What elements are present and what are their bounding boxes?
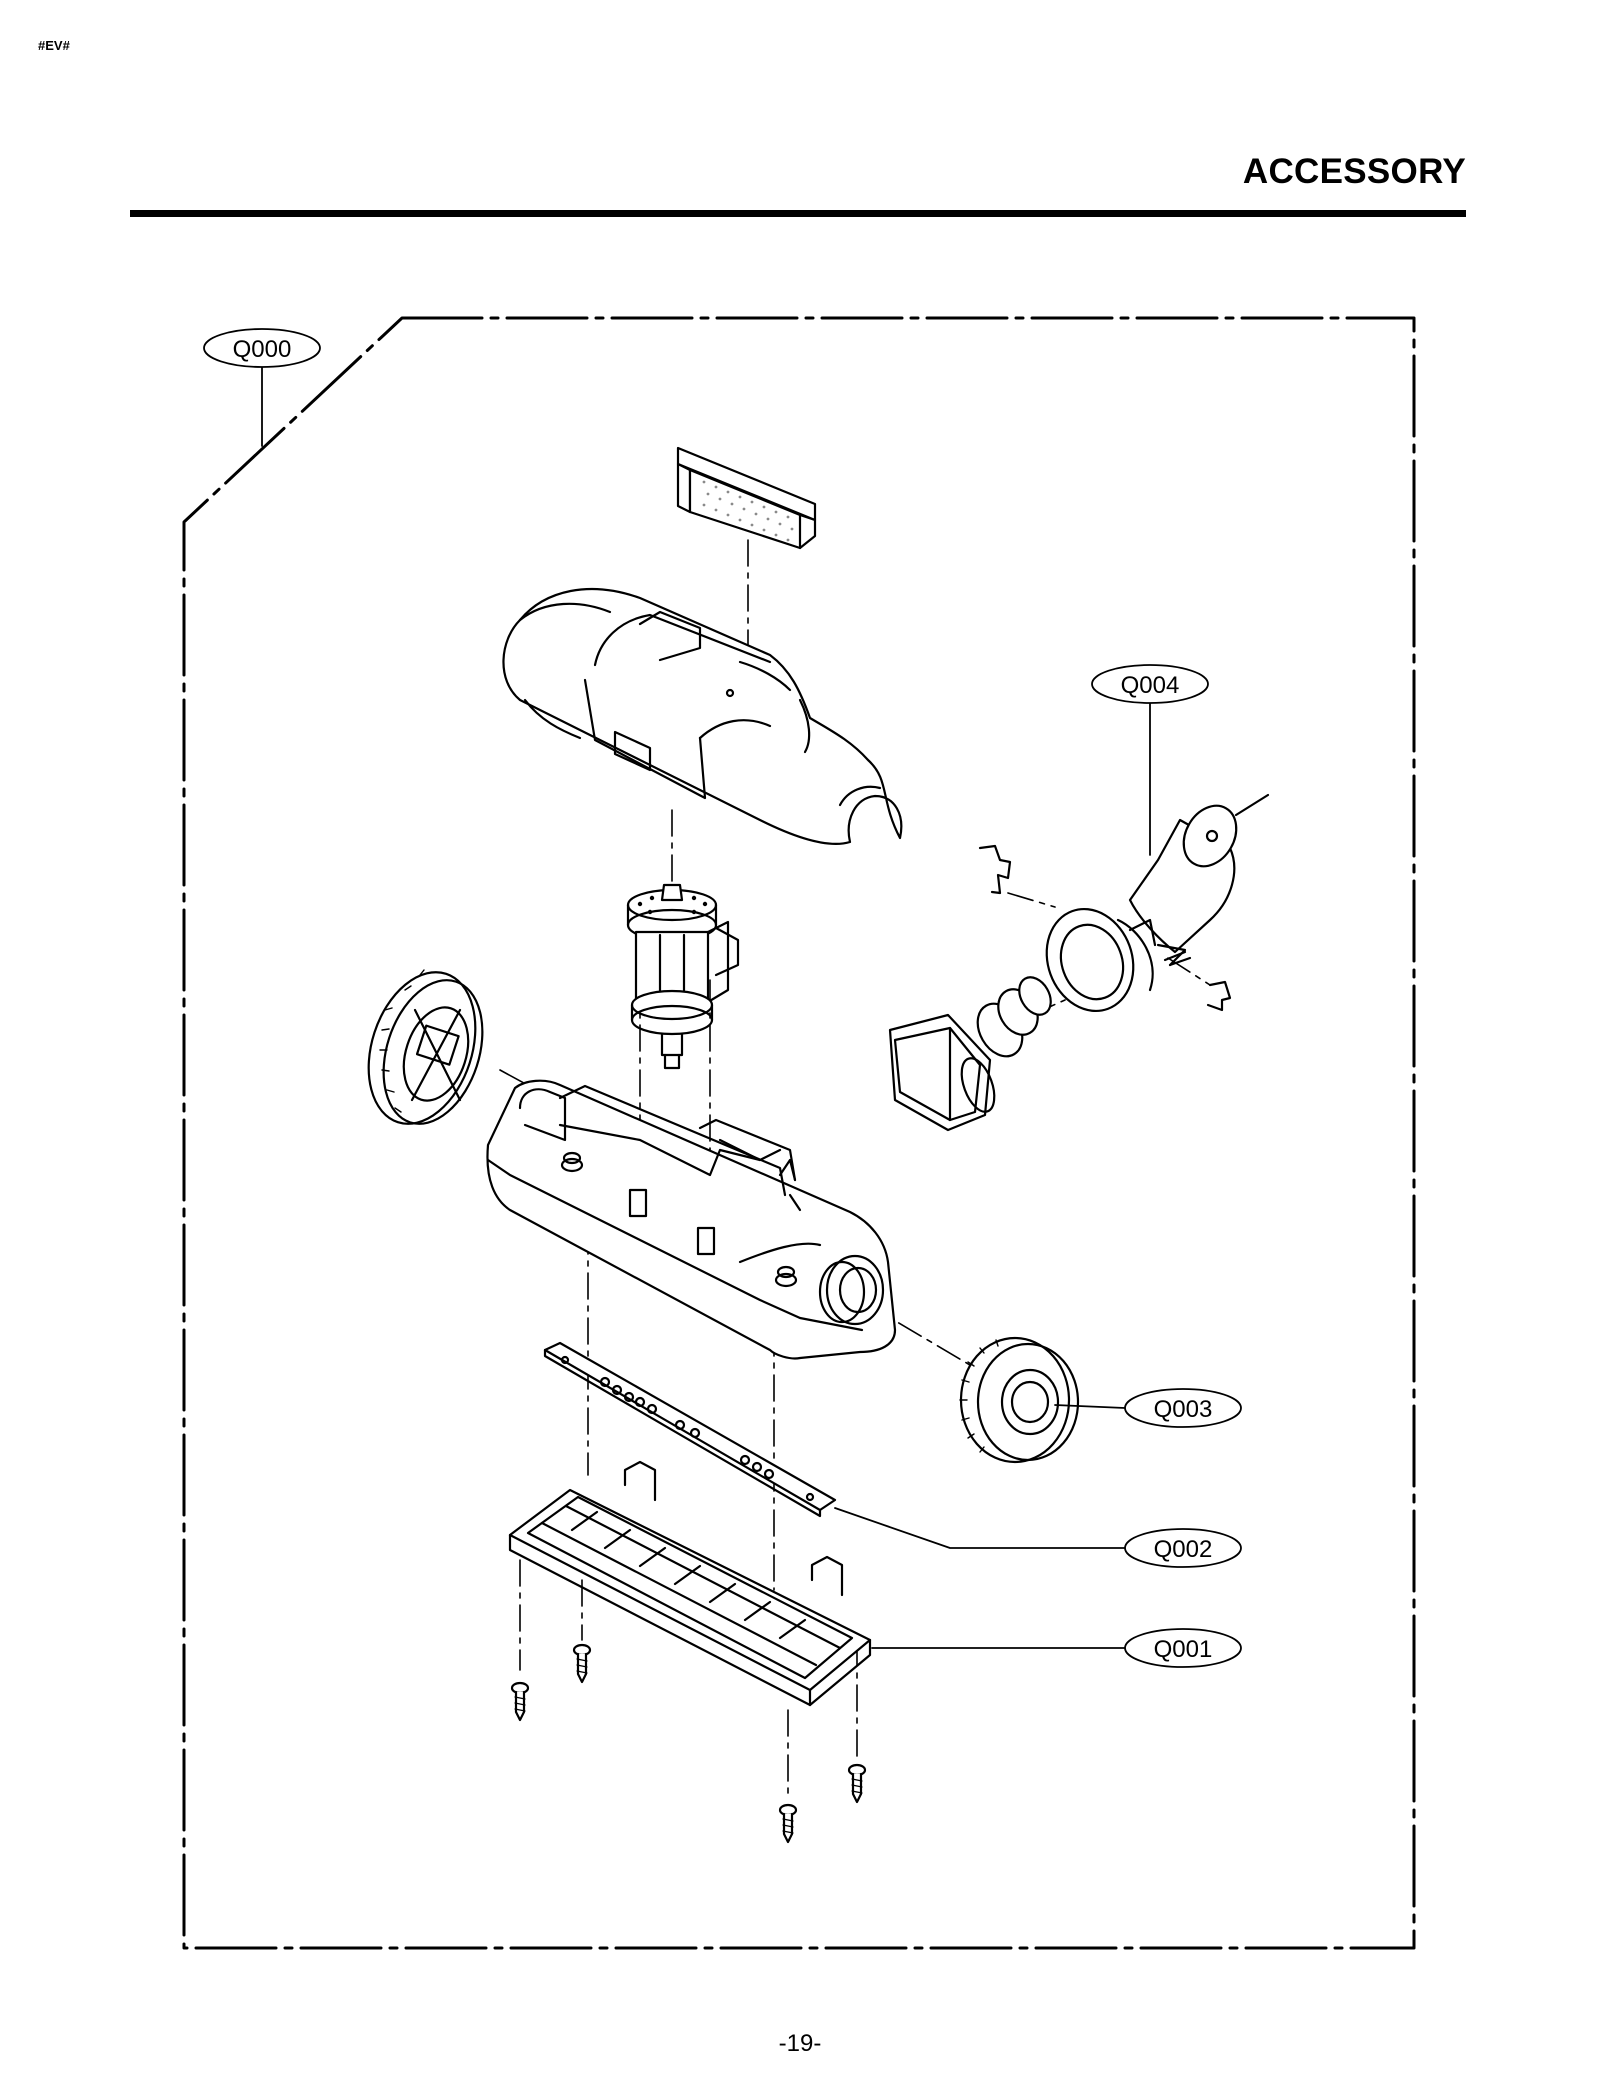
leader-lines: [261, 364, 1151, 1649]
turbine-assembly: [626, 883, 740, 1070]
hose-elbow: [978, 793, 1270, 1013]
screw: [572, 1643, 592, 1684]
callout-q000: Q000: [203, 328, 321, 368]
assembly-boundary: [182, 316, 1416, 1950]
left-wheel: [367, 969, 484, 1125]
callout-q003: Q003: [1124, 1388, 1242, 1428]
bottom-plate: [508, 1460, 872, 1707]
right-wheel: [959, 1336, 1080, 1464]
screw: [510, 1681, 530, 1722]
title-rule: [130, 210, 1466, 217]
screw: [778, 1803, 798, 1844]
filter-plate: [676, 446, 817, 550]
callout-q004: Q004: [1091, 664, 1209, 704]
callout-label: Q002: [1154, 1536, 1213, 1563]
section-title: ACCESSORY: [1242, 152, 1466, 191]
bristle-strip: [543, 1341, 837, 1518]
callout-q002: Q002: [1124, 1528, 1242, 1568]
base-housing: [486, 1079, 897, 1360]
upper-cover: [502, 587, 903, 846]
screws: [510, 1643, 867, 1844]
callout-label: Q003: [1154, 1396, 1213, 1423]
callout-label: Q004: [1121, 672, 1180, 699]
screw: [847, 1763, 867, 1804]
swivel-nozzle: [888, 976, 1052, 1132]
callout-label: Q000: [233, 336, 292, 363]
callout-label: Q001: [1154, 1636, 1213, 1663]
corner-mark: #EV#: [38, 38, 70, 53]
filter-mesh: [702, 480, 794, 542]
callout-q001: Q001: [1124, 1628, 1242, 1668]
page-number: -19-: [778, 2030, 822, 2057]
